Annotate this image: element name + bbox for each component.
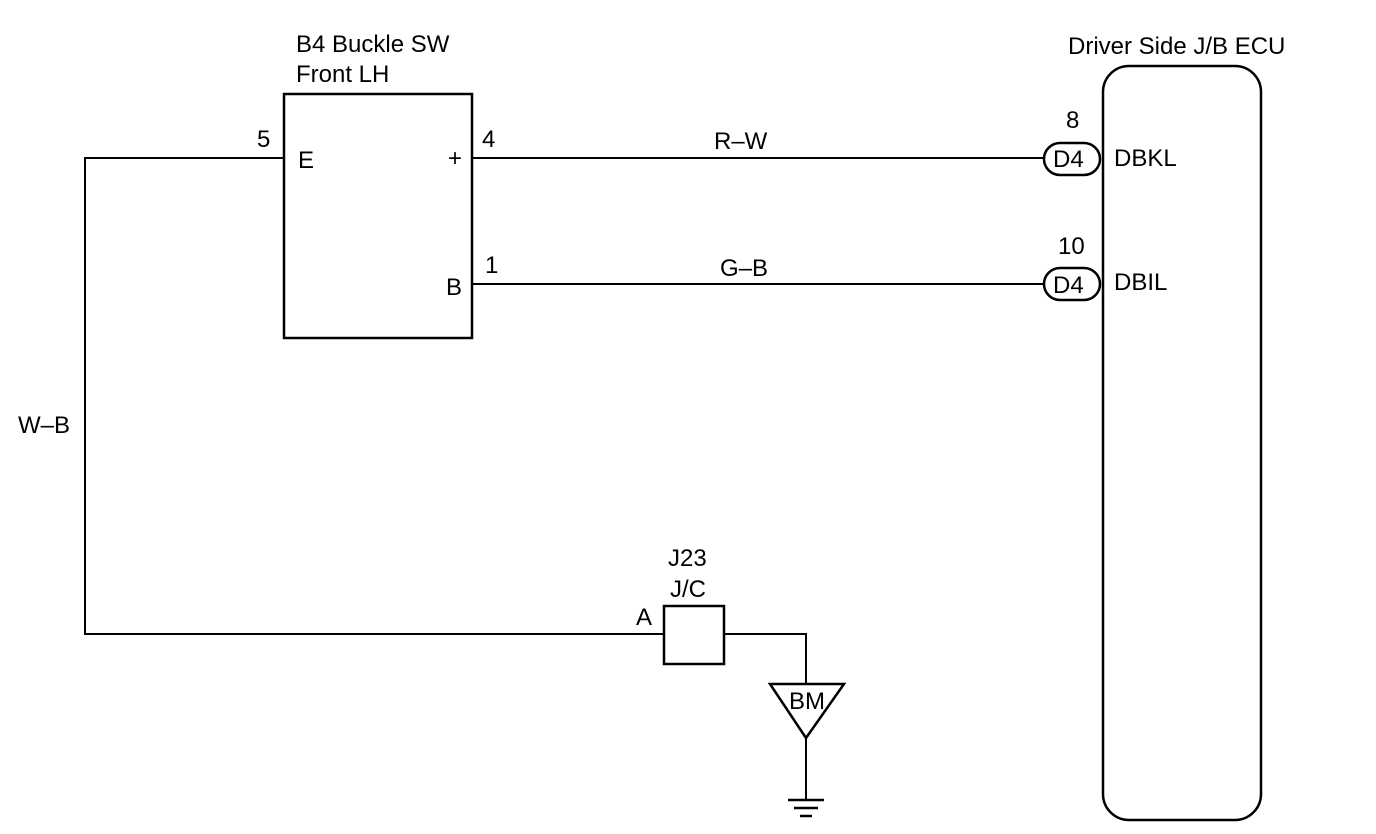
wire-to-ground bbox=[724, 633, 807, 684]
ecu-pin-10-number: 10 bbox=[1058, 233, 1085, 260]
junction-connector: J23 J/C A bbox=[636, 545, 726, 666]
pin-5-number: 5 bbox=[257, 126, 270, 153]
ecu-pin-8-connector-label: D4 bbox=[1053, 146, 1084, 173]
ecu-pin-8-connector bbox=[1042, 141, 1102, 177]
ecu-pin-10-connector-label: D4 bbox=[1053, 272, 1084, 299]
junction-type: J/C bbox=[670, 576, 706, 603]
ecu-box bbox=[1101, 64, 1263, 822]
ground-point: BM bbox=[767, 682, 847, 818]
wire-w-b-label: W–B bbox=[18, 412, 70, 439]
ground-point-triangle bbox=[767, 682, 847, 741]
wire-r-w-label: R–W bbox=[714, 128, 768, 155]
ecu-name: Driver Side J/B ECU bbox=[1068, 33, 1285, 60]
pin-plus-label: + bbox=[448, 145, 462, 172]
ecu-pin-10-connector bbox=[1042, 266, 1102, 302]
wire-w-b bbox=[84, 157, 664, 635]
pin-e-label: E bbox=[298, 147, 314, 174]
junction-box bbox=[662, 604, 726, 666]
pin-b-label: B bbox=[446, 274, 462, 301]
pin-1-number: 1 bbox=[485, 252, 498, 279]
junction-name: J23 bbox=[668, 545, 707, 572]
buckle-switch-location: Front LH bbox=[296, 61, 389, 88]
buckle-switch-name: B4 Buckle SW bbox=[296, 31, 450, 58]
ground-point-label: BM bbox=[789, 688, 825, 715]
wires: R–W G–B W–B bbox=[18, 128, 1044, 684]
ground-symbol-icon bbox=[788, 798, 824, 818]
buckle-switch: B4 Buckle SW Front LH 5 E 4 + 1 B bbox=[257, 31, 498, 340]
ecu: Driver Side J/B ECU 8 D4 DBKL 10 D4 DBIL bbox=[1042, 33, 1285, 822]
ecu-pin-dbkl-label: DBKL bbox=[1114, 145, 1177, 172]
buckle-switch-box bbox=[282, 92, 474, 340]
pin-4-number: 4 bbox=[482, 126, 495, 153]
ecu-pin-dbil-label: DBIL bbox=[1114, 269, 1167, 296]
junction-terminal-a: A bbox=[636, 604, 652, 631]
ecu-pin-8-number: 8 bbox=[1066, 107, 1079, 134]
wire-g-b-label: G–B bbox=[720, 255, 768, 282]
